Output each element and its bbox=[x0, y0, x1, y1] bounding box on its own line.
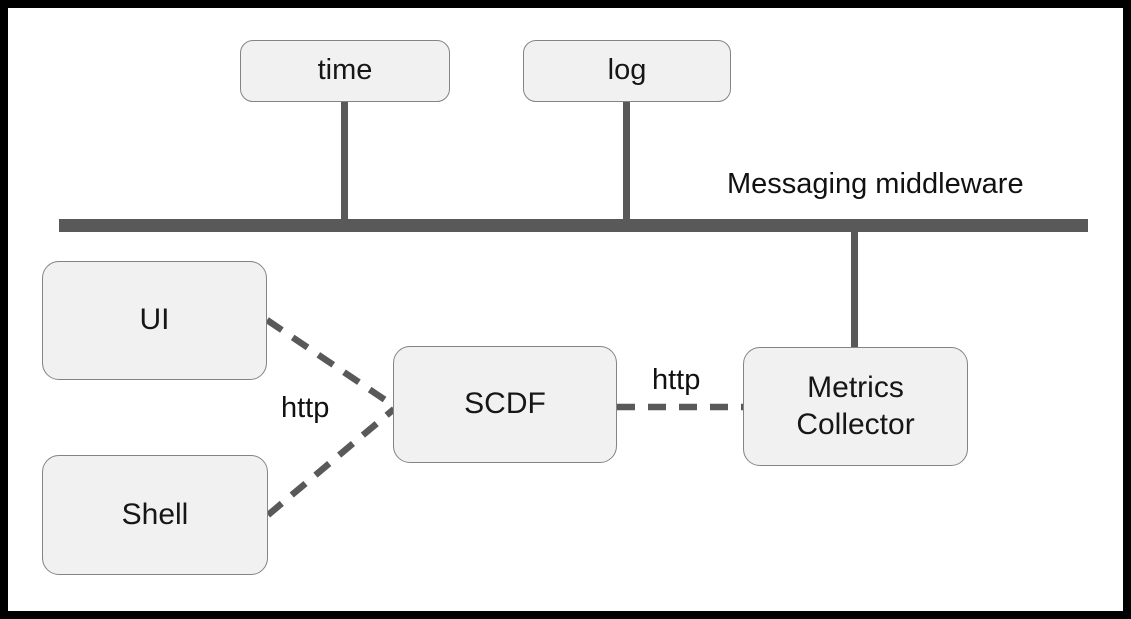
edge-ui-to-scdf bbox=[265, 317, 396, 409]
node-time: time bbox=[240, 40, 450, 102]
edge-label-http-ui-shell-scdf: http bbox=[281, 392, 330, 424]
node-metrics-collector: Metrics Collector bbox=[743, 347, 968, 466]
node-ui-label: UI bbox=[139, 303, 170, 337]
dashed-edges-layer bbox=[265, 317, 743, 518]
node-scdf-label: SCDF bbox=[464, 387, 546, 421]
edge-time-to-bus bbox=[341, 102, 348, 220]
node-ui: UI bbox=[42, 261, 267, 380]
node-time-label: time bbox=[317, 54, 373, 87]
messaging-bus-bar bbox=[59, 219, 1088, 232]
node-log: log bbox=[523, 40, 731, 102]
edge-log-to-bus bbox=[623, 102, 630, 220]
edge-label-http-scdf-metrics: http bbox=[652, 364, 701, 396]
node-shell-label: Shell bbox=[121, 497, 189, 531]
edge-shell-to-scdf bbox=[265, 406, 397, 518]
node-scdf: SCDF bbox=[393, 346, 617, 463]
diagram-canvas: Messaging middleware http http time log … bbox=[8, 8, 1123, 611]
messaging-bus-label: Messaging middleware bbox=[727, 168, 1024, 200]
edge-bus-to-metrics-collector bbox=[851, 231, 858, 348]
node-shell: Shell bbox=[42, 455, 268, 575]
node-log-label: log bbox=[607, 54, 647, 87]
node-metrics-collector-label: Metrics Collector bbox=[796, 370, 915, 441]
